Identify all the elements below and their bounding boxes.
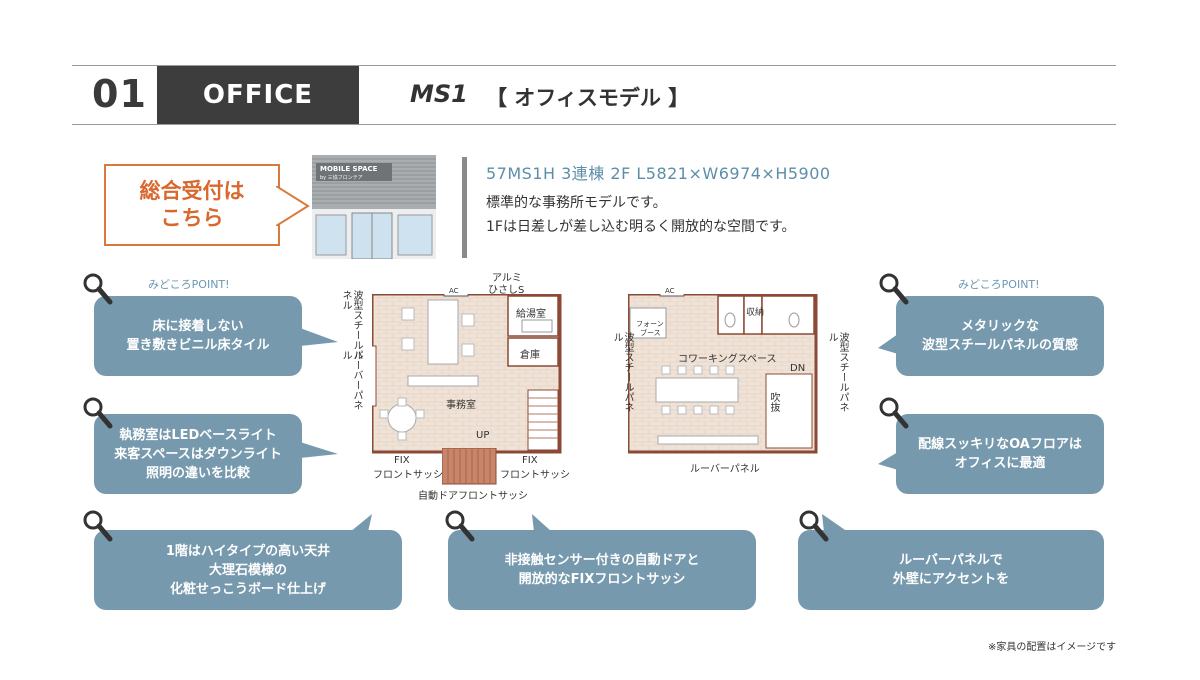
- alumi-label-2: ひさしS: [488, 285, 525, 296]
- shuno-label: 収納: [746, 308, 765, 318]
- entrance-deck: [442, 448, 497, 485]
- bubble-pointer-icon: [878, 334, 898, 354]
- bubble-text: 開放的なFIXフロントサッシ: [518, 572, 686, 587]
- bubble-text: 非接触センサー付きの自動ドアと: [504, 553, 700, 568]
- category-text: OFFICE: [202, 80, 314, 110]
- steel-panel-label-2f-left: 波型スチールパネル: [611, 332, 633, 412]
- midokoro-point-left: みどころPOINT!: [148, 278, 230, 291]
- bubble-text: 化粧せっこうボード仕上げ: [169, 581, 326, 597]
- phone-booth-label-1: フォーン: [636, 320, 664, 328]
- point-bubble-lighting: 執務室はLEDベースライト 来客スペースはダウンライト 照明の違いを比較: [94, 414, 302, 494]
- bubble-text: 床に接着しない: [152, 319, 244, 334]
- spec-desc-2: 1Fは日差しが差し込む明るく開放的な空間です。: [486, 219, 796, 235]
- bubble-text: 来客スペースはダウンライト: [114, 446, 282, 462]
- point-bubble-steel-panel: メタリックな 波型スチールパネルの質感: [896, 296, 1104, 376]
- magnifier-icon: [445, 510, 475, 542]
- magnifier-icon: [83, 397, 113, 429]
- kyutoshitsu-label: 給湯室: [516, 309, 546, 320]
- midokoro-point-right: みどころPOINT!: [958, 278, 1040, 291]
- phone-booth-label-2: ブース: [640, 329, 661, 337]
- building-sign-line2: by 三協フロンテア: [320, 174, 363, 181]
- bubble-pointer-icon: [300, 328, 338, 346]
- ac-label-2f: AC: [665, 287, 675, 295]
- bubble-text: 照明の違いを比較: [145, 465, 250, 481]
- floor-plan-1f: [372, 294, 562, 454]
- model-name: 【 オフィスモデル 】: [486, 86, 690, 110]
- point-bubble-louver: ルーバーパネルで 外壁にアクセントを: [798, 530, 1104, 610]
- section-number: 01: [92, 72, 147, 116]
- bubble-pointer-icon: [878, 452, 898, 470]
- point-bubble-floor-tile: 床に接着しない 置き敷きビニル床タイル: [94, 296, 302, 376]
- point-bubble-ceiling: 1階はハイタイプの高い天井 大理石模様の 化粧せっこうボード仕上げ: [94, 530, 402, 610]
- building-photo: MOBILE SPACE by 三協フロンテア: [312, 155, 436, 259]
- point-bubble-oa-floor: 配線スッキリなOAフロアは オフィスに最適: [896, 414, 1104, 494]
- magnifier-icon: [879, 273, 909, 305]
- spec-divider: [462, 157, 467, 258]
- bubble-text: メタリックな: [960, 319, 1039, 334]
- bubble-text: ルーバーパネルで: [899, 553, 1003, 568]
- bubble-text: 執務室はLEDベースライト: [119, 427, 277, 443]
- magnifier-icon: [83, 510, 113, 542]
- header-top-rule: [72, 65, 1116, 66]
- steel-panel-label-1f: 波型スチールパネル: [340, 290, 362, 360]
- floor-plan-2f: [628, 294, 818, 454]
- fukinuke-label: 吹抜: [768, 392, 779, 412]
- bubble-text: オフィスに最適: [954, 456, 1046, 471]
- fix-left-label-2: フロントサッシ: [373, 470, 443, 481]
- bubble-pointer-icon: [822, 514, 848, 532]
- fix-right-label-2: フロントサッシ: [500, 470, 570, 481]
- reception-line1: 総合受付は: [139, 179, 245, 203]
- louver-panel-label-1f: ルーバーパネル: [340, 350, 362, 410]
- magnifier-icon: [879, 397, 909, 429]
- point-bubble-auto-door: 非接触センサー付きの自動ドアと 開放的なFIXフロントサッシ: [448, 530, 756, 610]
- bubble-text: 置き敷きビニル床タイル: [126, 338, 270, 353]
- up-label: UP: [476, 430, 490, 441]
- bubble-text: 大理石模様の: [208, 562, 287, 578]
- auto-door-label: 自動ドアフロントサッシ: [418, 491, 528, 502]
- footnote: ※家具の配置はイメージです: [988, 642, 1117, 653]
- bubble-text: 外壁にアクセントを: [892, 572, 1010, 587]
- bubble-text: 波型スチールパネルの質感: [921, 338, 1078, 353]
- bubble-text: 1階はハイタイプの高い天井: [165, 543, 331, 559]
- alumi-label-1: アルミ: [492, 273, 522, 284]
- magnifier-icon: [83, 273, 113, 305]
- bubble-pointer-icon: [350, 514, 372, 532]
- fix-right-label-1: FIX: [522, 455, 538, 466]
- building-sign-line1: MOBILE SPACE: [320, 165, 378, 173]
- bubble-text: 配線スッキリなOAフロアは: [918, 437, 1082, 452]
- souko-label: 倉庫: [520, 350, 540, 361]
- spec-desc-1: 標準的な事務所モデルです。: [486, 195, 667, 211]
- callout-pointer-icon: [276, 186, 310, 226]
- category-label: OFFICE: [157, 66, 359, 124]
- jimushitsu-label: 事務室: [446, 400, 476, 411]
- steel-panel-label-2f-right: 波型スチールパネル: [826, 332, 848, 412]
- ac-label-1f: AC: [449, 287, 459, 295]
- bubble-pointer-icon: [532, 514, 552, 532]
- spec-title: 57MS1H 3連棟 2F L5821×W6974×H5900: [486, 164, 831, 183]
- louver-panel-label-2f: ルーバーパネル: [690, 464, 760, 475]
- reception-callout: 総合受付は こちら: [104, 164, 310, 246]
- reception-line2: こちら: [160, 206, 224, 230]
- fix-left-label-1: FIX: [394, 455, 410, 466]
- dn-label: DN: [790, 363, 806, 374]
- bubble-pointer-icon: [300, 442, 338, 458]
- header-bottom-rule: [72, 124, 1116, 125]
- model-code: MS1: [410, 80, 468, 108]
- magnifier-icon: [799, 510, 829, 542]
- coworking-label: コワーキングスペース: [678, 354, 777, 365]
